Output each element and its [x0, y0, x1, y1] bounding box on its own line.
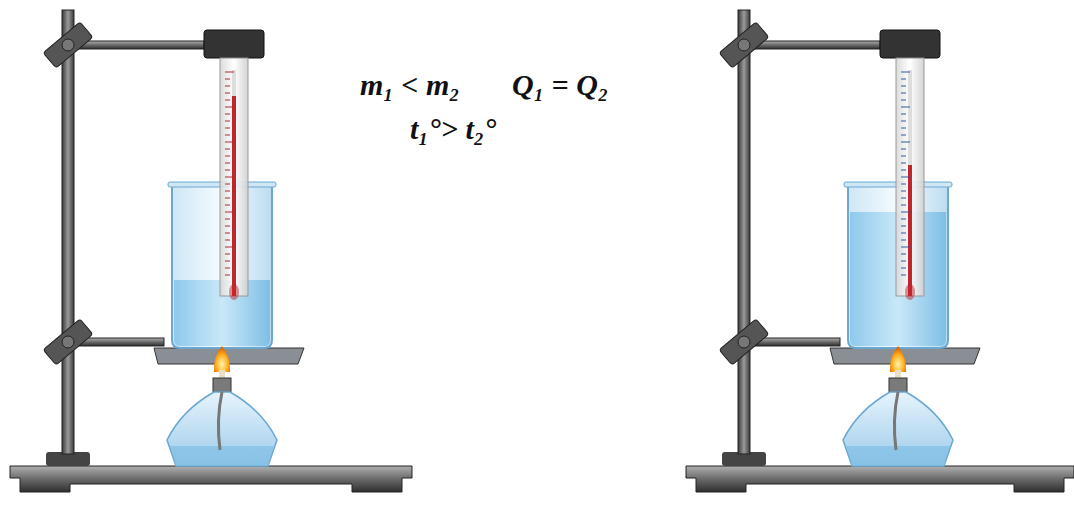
boss-screw [62, 39, 74, 51]
scale-tick [901, 268, 906, 269]
scale-tick [225, 198, 230, 199]
scale-tick [901, 191, 906, 192]
scale-tick [901, 79, 906, 80]
scale-tick [901, 86, 906, 87]
clamp-arm [74, 41, 204, 49]
scale-tick [901, 240, 906, 241]
scale-tick [901, 114, 906, 115]
thermometer [220, 58, 248, 296]
scale-tick [225, 121, 230, 122]
scale-tick [901, 254, 906, 255]
wick-inside [218, 392, 222, 450]
scale-tick [225, 72, 234, 73]
scale-tick [225, 163, 230, 164]
scale-tick [225, 93, 230, 94]
boss-screw [738, 39, 750, 51]
setup-right [686, 10, 1074, 492]
scale-tick [901, 170, 906, 171]
scale-tick [901, 212, 910, 213]
scale-tick [225, 184, 230, 185]
scale-tick [901, 72, 910, 73]
scale-tick [225, 261, 230, 262]
thermometer-holder [204, 30, 264, 58]
scale-tick [901, 156, 906, 157]
scale-tick [901, 184, 906, 185]
boss-head [719, 22, 769, 68]
scale-tick [225, 135, 230, 136]
scale-tick [225, 219, 230, 220]
scale-tick [901, 177, 910, 178]
lamp-fuel [846, 446, 950, 466]
wick-inside [894, 392, 898, 450]
scale-tick [225, 142, 234, 143]
boss-head [43, 22, 93, 68]
scale-tick [225, 156, 230, 157]
stand-base [686, 466, 1074, 492]
mercury-column [232, 96, 236, 296]
scale-tick [225, 107, 234, 108]
scale-tick [901, 107, 910, 108]
lamp-fuel [170, 446, 274, 466]
scale-tick [901, 233, 906, 234]
scale-tick [225, 170, 230, 171]
scale-tick [901, 93, 906, 94]
scale-tick [901, 247, 910, 248]
scale-tick [225, 205, 230, 206]
thermometer-holder [880, 30, 940, 58]
lamp-cap [213, 378, 231, 392]
scale-tick [225, 247, 234, 248]
formula-label: Q₁ = Q₂ [512, 68, 608, 102]
flame [890, 346, 906, 372]
stand-rod [738, 10, 750, 454]
clamp-arm [750, 41, 880, 49]
scale-tick [225, 191, 230, 192]
scale-tick [225, 233, 230, 234]
scale-tick [225, 177, 234, 178]
scale-tick [901, 163, 906, 164]
scale-tick [901, 135, 906, 136]
boss-screw [738, 336, 750, 348]
scale-tick [225, 268, 230, 269]
scale-tick [901, 198, 906, 199]
formula-label: t₁°> t₂° [410, 112, 496, 146]
scale-tick [901, 226, 906, 227]
mercury-column [908, 165, 912, 296]
alcohol-lamp [167, 392, 277, 466]
scale-tick [225, 128, 230, 129]
scale-tick [901, 128, 906, 129]
scale-tick [901, 219, 906, 220]
lamp-cap [889, 378, 907, 392]
boss-screw [62, 336, 74, 348]
scale-tick [901, 149, 906, 150]
scale-tick [901, 261, 906, 262]
scale-tick [901, 142, 910, 143]
scale-tick [225, 114, 230, 115]
scale-tick [225, 254, 230, 255]
scale-tick [901, 275, 906, 276]
scale-tick [901, 205, 906, 206]
formula-label: m₁ < m₂ [360, 68, 460, 102]
boss-head [43, 319, 93, 365]
scale-tick [901, 121, 906, 122]
scale-tick [225, 226, 230, 227]
thermometer [896, 58, 924, 296]
setup-left [10, 10, 412, 492]
alcohol-lamp [843, 392, 953, 466]
scale-tick [225, 79, 230, 80]
scale-tick [225, 212, 234, 213]
boss-head [719, 319, 769, 365]
stand-base [10, 466, 412, 492]
scale-tick [225, 275, 230, 276]
flame [214, 346, 230, 372]
bulb [905, 284, 915, 300]
scale-tick [901, 100, 906, 101]
scale-tick [225, 86, 230, 87]
bulb [229, 284, 239, 300]
scale-tick [225, 100, 230, 101]
stand-rod [62, 10, 74, 454]
scale-tick [225, 240, 230, 241]
scale-tick [225, 149, 230, 150]
